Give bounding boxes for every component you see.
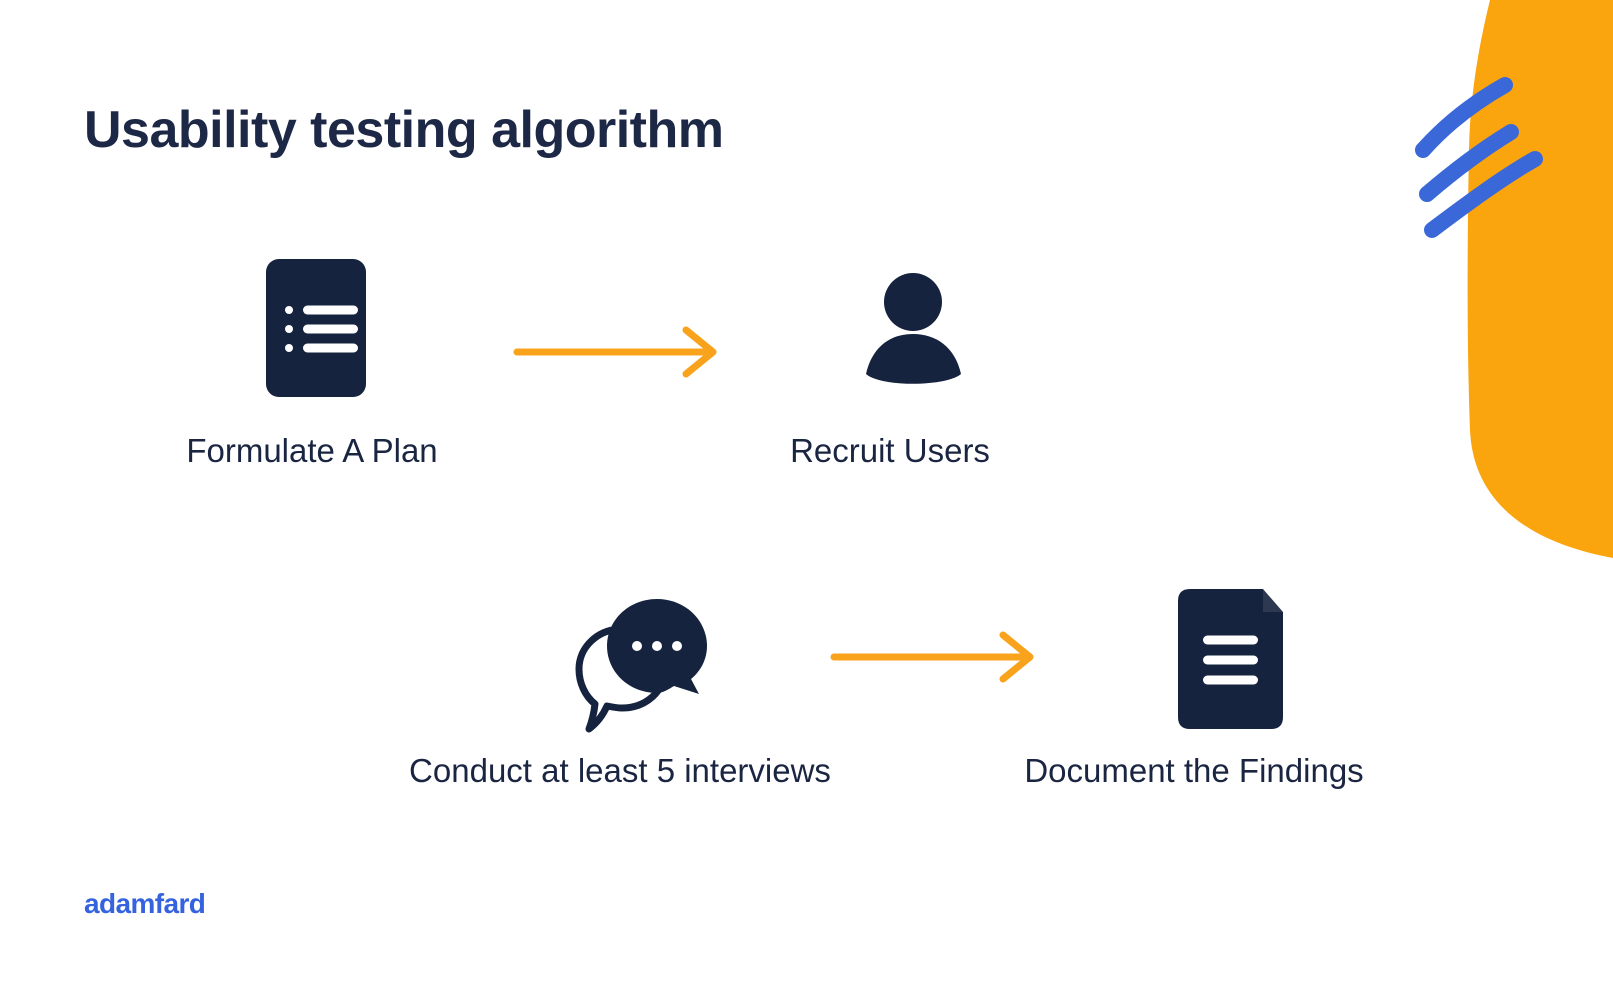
- corner-blob-decoration: [1415, 0, 1613, 558]
- step-label-conduct-interviews: Conduct at least 5 interviews: [409, 752, 831, 789]
- scribble-strokes-icon: [1415, 77, 1543, 238]
- arrow-right-icon: [513, 326, 717, 378]
- page-title: Usability testing algorithm: [84, 101, 724, 159]
- plan-list-icon: [266, 259, 366, 397]
- orange-blob-shape: [1467, 0, 1613, 558]
- step-label-document-findings: Document the Findings: [1024, 752, 1364, 789]
- step-label-formulate-plan: Formulate A Plan: [186, 432, 438, 469]
- chat-bubbles-icon: [575, 599, 707, 733]
- arrow-right-icon: [830, 631, 1034, 683]
- brand-logo: adamfard: [84, 888, 206, 919]
- document-icon: [1178, 589, 1283, 729]
- folded-corner: [1263, 589, 1283, 612]
- step-label-recruit-users: Recruit Users: [790, 432, 990, 469]
- user-icon: [866, 273, 961, 384]
